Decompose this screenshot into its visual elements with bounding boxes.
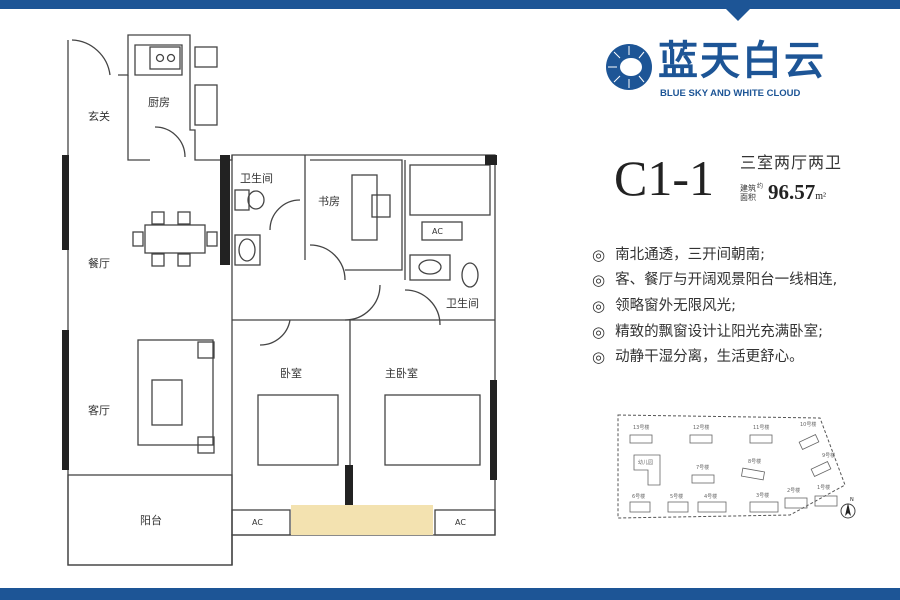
thick-wall xyxy=(62,155,69,250)
feature-list: ◎ 南北通透，三开间朝南; ◎ 客、餐厅与开阔观景阳台一线相连, ◎ 领略窗外无限风光… xyxy=(592,242,837,370)
area-number: 96.57 xyxy=(768,180,816,204)
feature-item: ◎ 南北通透，三开间朝南; xyxy=(592,242,837,268)
building-label: 11号楼 xyxy=(753,424,769,431)
ac-label: AC xyxy=(432,227,443,236)
building-label: 8号楼 xyxy=(748,458,761,465)
toilet-icon xyxy=(461,262,479,288)
bullet-icon: ◎ xyxy=(592,296,606,315)
entry-door xyxy=(71,39,111,76)
ac-label: AC xyxy=(455,518,466,527)
thick-wall xyxy=(485,155,497,165)
study-door xyxy=(309,244,346,281)
dining-table-icon xyxy=(144,224,206,254)
outer-wall xyxy=(67,34,496,566)
feature-text: 精致的飘窗设计让阳光充满卧室; xyxy=(615,323,823,340)
study-wall xyxy=(310,159,403,271)
building-label: 5号楼 xyxy=(670,493,683,500)
room-label-entrance: 玄关 xyxy=(88,109,110,123)
building-label: 幼儿园 xyxy=(638,459,653,466)
sofa-icon xyxy=(137,339,214,446)
bottom-banner xyxy=(0,588,900,600)
stove-icon xyxy=(149,46,181,70)
building-label: 3号楼 xyxy=(756,492,769,499)
feature-text: 南北通透，三开间朝南; xyxy=(615,246,765,263)
building-label: 12号楼 xyxy=(693,424,709,431)
thick-wall xyxy=(345,465,353,505)
building-label: 2号楼 xyxy=(787,487,800,494)
kitchen-door xyxy=(154,126,186,158)
building-label: 7号楼 xyxy=(696,464,709,471)
brand-name-cn: 蓝天白云 xyxy=(658,37,826,84)
bed-icon xyxy=(384,394,481,466)
kitchen-inner xyxy=(134,44,183,76)
bath2-door xyxy=(344,284,381,321)
feature-item: ◎ 动静干湿分离，生活更舒心。 xyxy=(592,344,837,370)
building-label: 10号楼 xyxy=(800,421,816,428)
bed-door xyxy=(259,319,291,346)
fridge-icon xyxy=(194,46,218,68)
room-label-bedroom: 卧室 xyxy=(280,366,302,380)
feature-text: 动静干湿分离，生活更舒心。 xyxy=(615,349,804,366)
wardrobe xyxy=(409,164,491,216)
bullet-icon: ◎ xyxy=(592,348,606,367)
feature-item: ◎ 领略窗外无限风光; xyxy=(592,293,837,319)
room-label-balcony: 阳台 xyxy=(140,513,162,527)
bullet-icon: ◎ xyxy=(592,322,606,341)
kitchen-wall xyxy=(127,75,150,161)
north-arrow-icon: N xyxy=(840,497,856,519)
building-label: 4号楼 xyxy=(704,493,717,500)
site-plan: 13号楼 12号楼 11号楼 10号楼 9号楼 幼儿园 7号楼 8号楼 6号楼 … xyxy=(617,414,856,519)
feature-text: 客、餐厅与开阔观景阳台一线相连, xyxy=(615,272,838,289)
basin-icon xyxy=(409,254,451,281)
bullet-icon: ◎ xyxy=(592,271,606,290)
ac-unit xyxy=(434,509,496,536)
desk-icon xyxy=(351,174,378,241)
unit-layout: 三室两厅两卫 xyxy=(740,153,843,172)
brand-name-en: BLUE SKY AND WHITE CLOUD xyxy=(660,88,801,99)
bath1-door xyxy=(269,199,301,231)
brand-logo: 蓝天白云 BLUE SKY AND WHITE CLOUD xyxy=(604,38,874,108)
feature-item: ◎ 精致的飘窗设计让阳光充满卧室; xyxy=(592,319,837,345)
unit-code: C1-1 xyxy=(614,150,714,206)
feature-text: 领略窗外无限风光; xyxy=(615,297,736,314)
bay-window xyxy=(291,505,433,535)
building-label: 13号楼 xyxy=(633,424,649,431)
area-value: 96.57m² xyxy=(768,180,826,209)
feature-item: ◎ 客、餐厅与开阔观景阳台一线相连, xyxy=(592,268,837,294)
building-label: 6号楼 xyxy=(632,493,645,500)
banner-notch xyxy=(726,9,750,21)
north-label: N xyxy=(850,497,854,503)
room-label-master-bedroom: 主卧室 xyxy=(385,366,418,380)
thick-wall xyxy=(62,330,69,470)
ac-unit xyxy=(421,221,463,241)
area-unit: m² xyxy=(815,191,827,202)
top-banner xyxy=(0,0,900,9)
basin-icon xyxy=(234,234,261,266)
ac-label: AC xyxy=(252,518,263,527)
building-label: 9号楼 xyxy=(822,452,835,459)
logo-ring-icon xyxy=(606,44,652,90)
bed-icon xyxy=(257,394,339,466)
toilet-icon xyxy=(234,189,250,211)
floor-plan: 玄关 厨房 卫生间 书房 餐厅 卫生间 卧室 主卧室 客厅 阳台 AC AC A… xyxy=(62,34,497,566)
thick-wall xyxy=(490,380,497,480)
room-label-study: 书房 xyxy=(318,195,340,208)
site-boundary xyxy=(617,414,846,519)
room-label-living: 客厅 xyxy=(88,403,110,417)
thick-wall xyxy=(220,155,230,265)
room-label-kitchen: 厨房 xyxy=(148,96,170,109)
area-label-text: 建筑面积 xyxy=(740,184,756,202)
master-door xyxy=(404,289,441,326)
area-label-mark: 约 xyxy=(757,183,764,190)
ac-unit xyxy=(231,509,291,536)
room-label-bathroom1: 卫生间 xyxy=(240,171,273,185)
room-label-dining: 餐厅 xyxy=(88,256,110,270)
building-label: 1号楼 xyxy=(817,484,830,491)
sink-icon xyxy=(194,84,218,126)
bullet-icon: ◎ xyxy=(592,245,606,264)
room-label-bathroom2: 卫生间 xyxy=(446,296,479,310)
